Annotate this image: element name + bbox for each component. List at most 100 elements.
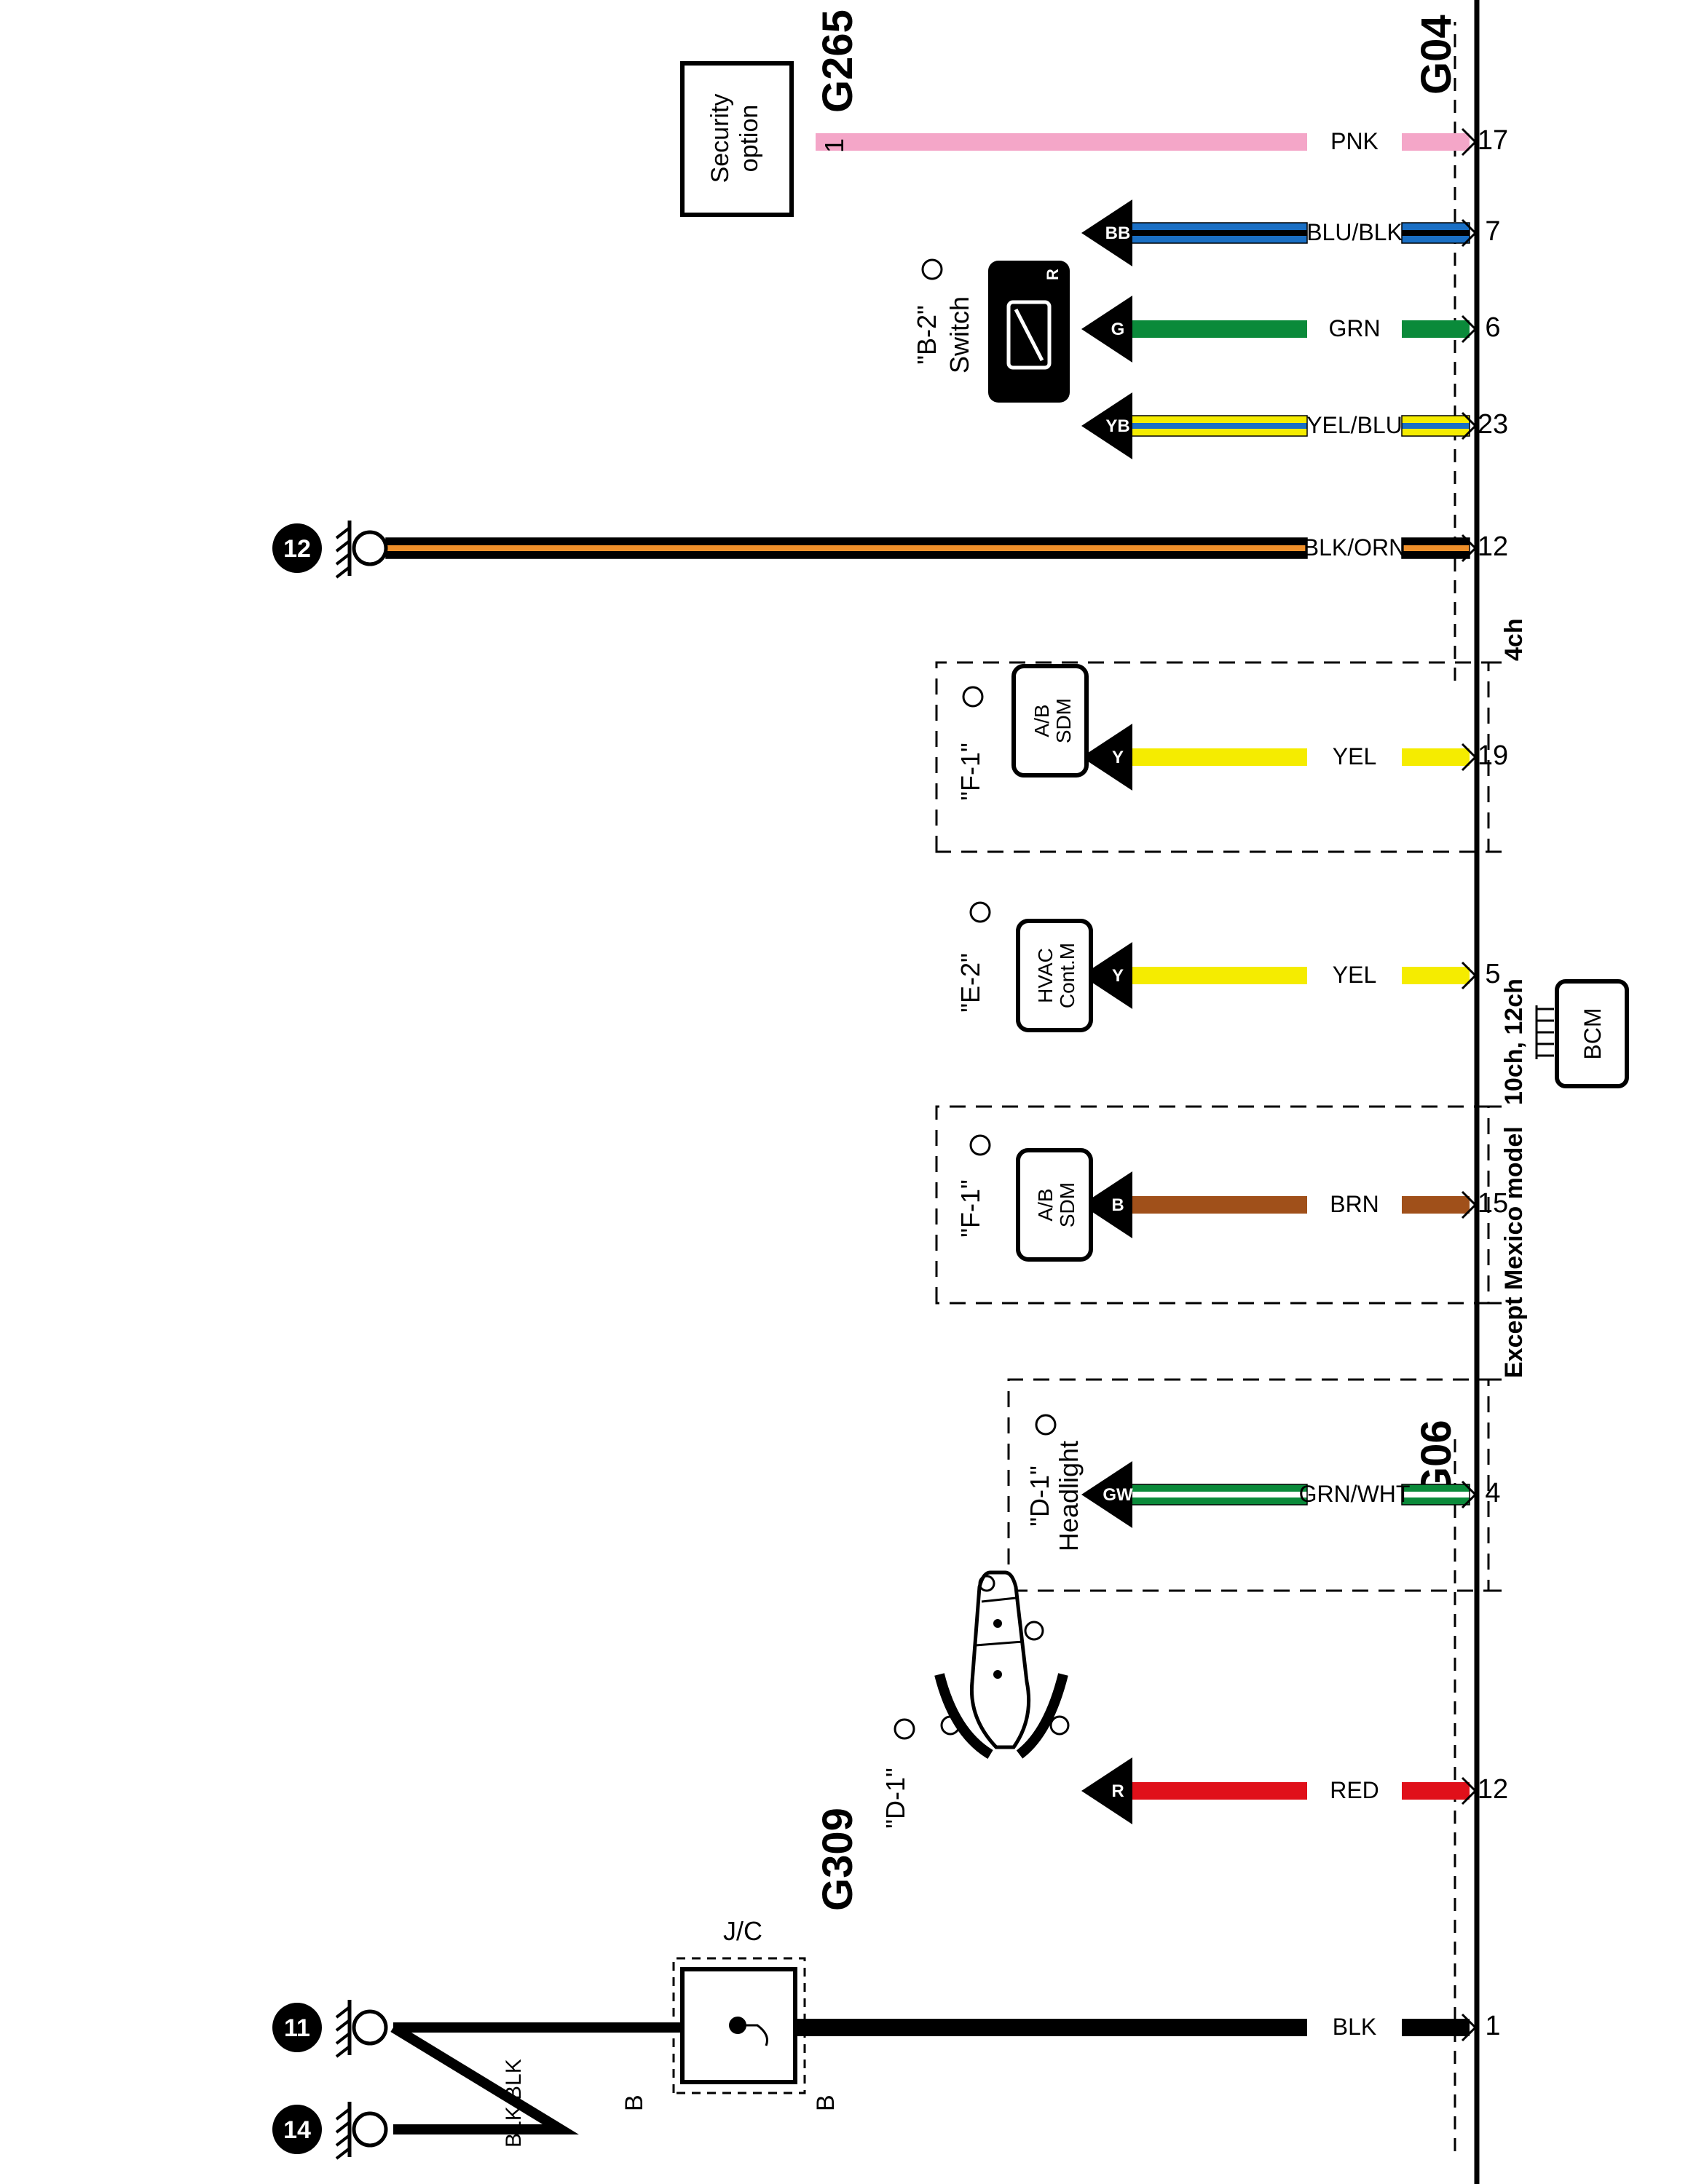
section-label-4ch: 4ch <box>1500 618 1528 661</box>
pin-number: 12 <box>1478 531 1508 562</box>
wire-grn-wht: GRN/WHT 4 GW <box>1081 1461 1501 1528</box>
pin-number: 6 <box>1485 312 1500 343</box>
ground-number: 12 <box>283 535 311 563</box>
rear-switch-badge: R <box>1044 269 1062 280</box>
ground-g11-icon: 11 <box>272 2000 388 2058</box>
ab-sdm-4ch-ref[interactable]: "F-1" <box>955 743 985 801</box>
signal-arrow-icon <box>1081 199 1132 266</box>
wire-outline <box>1401 1484 1470 1506</box>
security-pin-1: 1 <box>819 138 849 153</box>
wire-code: GW <box>1103 1485 1133 1505</box>
bcm-label: BCM <box>1579 1008 1606 1059</box>
headlight-name: Headlight <box>1054 1441 1084 1551</box>
wire-stripe <box>1402 1782 1470 1800</box>
pin-chevron-icon <box>1461 314 1478 344</box>
wire-tracer <box>1118 1492 1307 1497</box>
signal-arrow-icon <box>1081 724 1132 791</box>
wire-color-label: RED <box>1330 1777 1379 1803</box>
wire-stripe <box>1402 748 1470 766</box>
section-label-10ch-12ch: 10ch, 12ch <box>1500 978 1528 1105</box>
ground-g14-icon: 14 <box>272 2102 388 2160</box>
wire-blk: BLK 1 <box>795 2011 1501 2042</box>
signal-arrow-icon <box>1081 1171 1132 1238</box>
pin-chevron-icon <box>1461 411 1478 440</box>
wire-stripe <box>1118 1782 1307 1800</box>
jc-pin-in: B <box>812 2094 840 2111</box>
wire-color-label: GRN <box>1328 315 1380 341</box>
wire-blk-orn: BLK/ORN 12 <box>385 531 1508 563</box>
security-option-box <box>680 61 794 217</box>
wire-stripe <box>1402 133 1470 151</box>
wire-code: G <box>1111 320 1125 339</box>
pin-chevron-icon <box>1461 1480 1478 1509</box>
junction-internal-link <box>738 2024 768 2046</box>
wire-code: YB <box>1105 416 1129 436</box>
ab-sdm-4ch-line2: SDM <box>1052 698 1075 743</box>
bcm-box <box>1555 979 1629 1088</box>
hvac-ref[interactable]: "E-2" <box>955 953 985 1013</box>
signal-arrow-icon <box>1081 942 1132 1009</box>
wire-tracer <box>1118 423 1307 429</box>
security-option-line2: option <box>735 105 763 173</box>
wire-color-label: YEL <box>1333 743 1376 769</box>
pin-number: 19 <box>1478 740 1508 771</box>
pin-chevron-icon <box>1461 534 1478 563</box>
pin-chevron-icon <box>1461 1190 1478 1219</box>
wire-color-label: BLK/ORN <box>1304 534 1405 561</box>
pin-chevron-icon <box>1461 961 1478 990</box>
wire-code: BB <box>1105 223 1131 243</box>
combination-switch-ref[interactable]: "D-1" <box>880 1768 910 1829</box>
ab-sdm-10ch-ref[interactable]: "F-1" <box>955 1179 985 1238</box>
ab-sdm-10ch-line1: A/B <box>1034 1188 1057 1221</box>
wire-tracer <box>1118 230 1307 236</box>
jc-pin-out: B <box>620 2094 648 2111</box>
wire-stripe <box>1402 320 1470 338</box>
bcm-pins-icon <box>1535 1005 1554 1059</box>
signal-arrow-icon <box>1081 296 1132 363</box>
wire-stripe <box>1118 967 1307 984</box>
wire-stripe <box>1118 748 1307 766</box>
wire-tracer <box>386 545 1307 551</box>
ab-sdm-4ch-line1: A/B <box>1030 704 1053 737</box>
jc-label: J/C <box>723 1916 762 1946</box>
wire-color-label: YEL/BLU <box>1306 412 1403 438</box>
wire-color-label: GRN/WHT <box>1299 1481 1411 1507</box>
ground-number: 14 <box>283 2116 311 2144</box>
hvac-line2: Cont.M <box>1056 943 1078 1008</box>
signal-arrow-icon <box>1081 1757 1132 1824</box>
connector-g04: G04 <box>1413 15 1460 95</box>
ab-sdm-10ch-line2: SDM <box>1056 1182 1078 1227</box>
pin-number: 5 <box>1485 959 1500 989</box>
pin-number: 1 <box>1485 2011 1500 2041</box>
pin-chevron-icon <box>1461 218 1478 248</box>
wire-outline <box>1401 415 1470 437</box>
section-brackets <box>1488 661 1502 1592</box>
wire-outline <box>1401 537 1470 559</box>
wire-color-label: BLK <box>1333 2014 1376 2040</box>
pin-number: 4 <box>1485 1478 1500 1508</box>
wire-tracer <box>1402 230 1470 236</box>
pin-chevron-icon <box>1461 1776 1478 1805</box>
hvac-line1: HVAC <box>1034 948 1057 1003</box>
combination-switch-icon <box>934 1570 1070 1760</box>
rear-switch-ref[interactable]: "B-2" <box>912 305 942 365</box>
rear-defogger-icon <box>1006 300 1052 370</box>
wire-outline <box>1401 222 1470 244</box>
hvac-box <box>1016 919 1093 1032</box>
wire-color-label: YEL <box>1333 962 1376 988</box>
pin-chevron-icon <box>1461 2013 1478 2042</box>
signal-arrow-icon <box>1081 392 1132 459</box>
ground-g12-icon: 12 <box>272 521 388 579</box>
reference-eye-icons <box>894 258 1057 1740</box>
signal-arrow-icon <box>1081 1461 1132 1528</box>
headlight-ref[interactable]: "D-1" <box>1025 1465 1054 1527</box>
wire-code: B <box>1111 1195 1124 1215</box>
pin-chevron-icon <box>1461 743 1478 772</box>
wire-tracer <box>1402 1492 1470 1497</box>
